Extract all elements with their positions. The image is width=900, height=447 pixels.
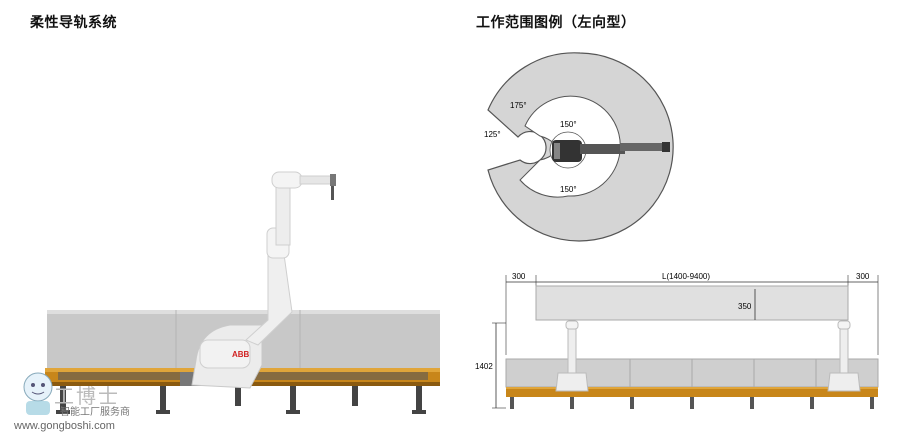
robot-left xyxy=(555,320,589,392)
rail-legs xyxy=(56,386,426,414)
dimension-label: 350 xyxy=(738,302,752,311)
dimension-label: 300 xyxy=(512,272,526,281)
dimension-label: 1402 xyxy=(475,362,493,371)
dimension-label: 300 xyxy=(856,272,870,281)
rail-system-illustration: ABB xyxy=(45,171,440,414)
workspace-diagram: 175° 125° 150° 150° xyxy=(484,52,674,242)
page-title-left: 柔性导轨系统 xyxy=(30,15,117,31)
robot-logo: ABB xyxy=(232,350,250,359)
working-zone-box xyxy=(535,285,849,321)
robot-arm xyxy=(191,171,336,389)
watermark-url: www.gongboshi.com xyxy=(14,420,115,432)
robot-right xyxy=(827,320,861,392)
watermark-slogan: 智能工厂服务商 xyxy=(60,407,130,418)
watermark-brand: 工博士 xyxy=(54,384,120,408)
page-title-right: 工作范围图例（左向型） xyxy=(476,15,636,31)
angle-label: 125° xyxy=(484,130,501,139)
dimension-drawing: 300 L(1400-9400) 300 350 1402 xyxy=(475,272,879,409)
angle-label: 150° xyxy=(560,185,577,194)
rail-legs xyxy=(510,397,874,409)
rail-base xyxy=(506,387,878,397)
angle-label: 150° xyxy=(560,120,577,129)
dimension-label: L(1400-9400) xyxy=(662,272,710,281)
watermark-logo xyxy=(23,372,53,415)
angle-label: 175° xyxy=(510,101,527,110)
arm-topview xyxy=(552,140,670,162)
